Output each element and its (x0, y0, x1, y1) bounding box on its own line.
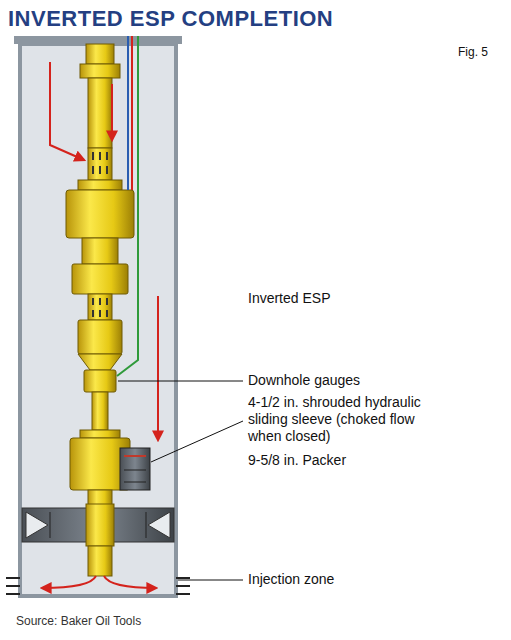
perforations (6, 577, 20, 579)
sliding-sleeve-shroud (120, 448, 150, 490)
flow-arrows (104, 576, 156, 588)
perforations (176, 585, 190, 587)
slots (99, 152, 101, 160)
flow-arrows (50, 62, 84, 160)
sliding-sleeve-shroud (124, 482, 146, 483)
esp-string (88, 78, 112, 148)
slots (99, 310, 101, 317)
component-label: Downhole gauges (248, 372, 360, 389)
slots (92, 310, 94, 317)
packer (26, 512, 48, 538)
perforations (6, 585, 20, 587)
component-label: Inverted ESP (248, 290, 331, 307)
slots (106, 152, 108, 160)
cables (131, 36, 133, 190)
flow-arrows (111, 84, 113, 140)
flow-arrows (157, 296, 159, 440)
leader-lines (118, 381, 243, 382)
leader-lines (118, 381, 243, 580)
slots (92, 152, 94, 160)
esp-string (88, 546, 112, 576)
cables (117, 36, 138, 376)
slots (93, 152, 107, 317)
slots (106, 310, 108, 317)
esp-string (86, 504, 114, 546)
figure-number: Fig. 5 (458, 44, 488, 61)
slots (106, 298, 108, 305)
figure-title: INVERTED ESP COMPLETION (8, 6, 333, 32)
perforations (6, 593, 20, 595)
sliding-sleeve-shroud (120, 448, 150, 490)
sliding-sleeve-shroud (124, 455, 146, 457)
perforations (176, 593, 190, 595)
packer (146, 512, 147, 538)
flow-arrows (42, 576, 96, 588)
perforations (6, 578, 190, 594)
esp-string (78, 354, 122, 370)
esp-string (80, 64, 120, 78)
esp-string (92, 392, 108, 430)
casing (14, 36, 182, 596)
leader-lines (151, 421, 243, 462)
esp-string (72, 264, 128, 294)
zone-label: Injection zone (248, 571, 334, 588)
flow-arrows (42, 62, 158, 588)
sliding-sleeve-shroud (124, 470, 146, 471)
slots (99, 298, 101, 305)
packer (50, 512, 51, 538)
esp-string (80, 430, 120, 438)
slots (106, 166, 108, 174)
component-label: 9-5/8 in. Packer (248, 452, 346, 469)
leader-lines (178, 580, 243, 581)
perforations (176, 577, 190, 579)
casing (20, 44, 176, 596)
esp-string (84, 370, 116, 392)
source-caption: Source: Baker Oil Tools (16, 614, 141, 629)
packer (148, 512, 170, 538)
slots (92, 166, 94, 174)
cables (127, 36, 129, 190)
esp-string (82, 238, 118, 264)
cables (117, 36, 138, 376)
slots (99, 166, 101, 174)
esp-string (78, 180, 122, 190)
esp-string (88, 294, 112, 320)
esp-string (66, 44, 134, 576)
slots (92, 298, 94, 305)
esp-string (86, 44, 114, 64)
esp-string (88, 148, 112, 180)
esp-string (78, 320, 122, 354)
component-label: 4-1/2 in. shrouded hydraulic sliding sle… (248, 394, 448, 445)
esp-string (66, 190, 134, 238)
